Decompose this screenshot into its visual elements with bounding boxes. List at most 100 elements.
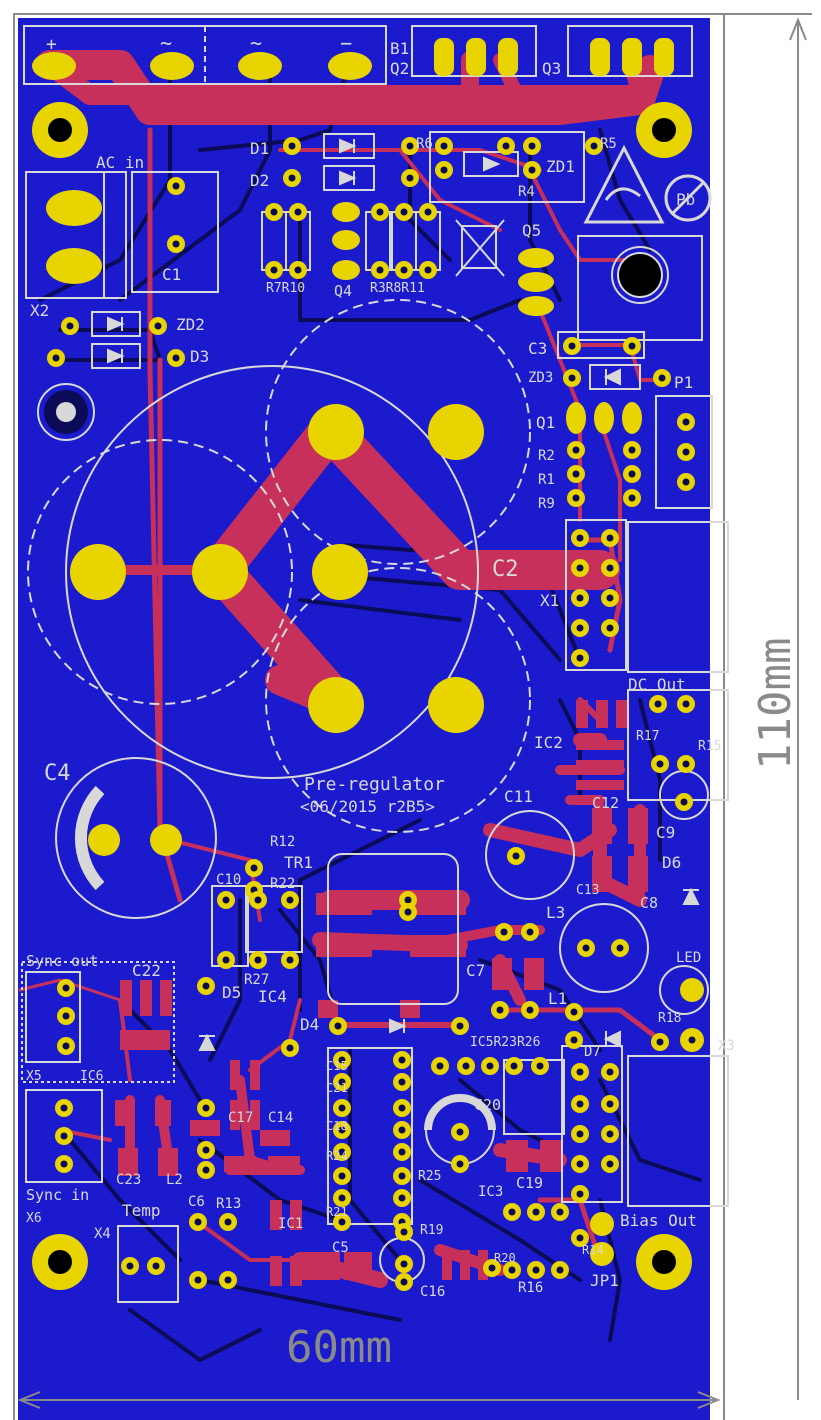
silk-label-c14: C14 [268,1110,293,1126]
silk-label-d4: D4 [300,1015,319,1034]
top-copper [18,50,665,1288]
silk-label-c6: C6 [188,1194,205,1210]
silk-label-c19: C19 [516,1174,543,1192]
silk-label-r14: R14 [582,1243,604,1257]
silk-label-c16: C16 [420,1284,445,1300]
silk-label-r7r10: R7R10 [266,281,305,296]
silk-label-sync-in: Sync in [26,1186,89,1204]
silk-label-zd3: ZD3 [528,370,553,386]
silk-label-x4: X4 [94,1226,111,1242]
silk-label-r27: R27 [244,972,269,988]
silk-label-c4: C4 [44,761,71,786]
silk-label-r9: R9 [538,496,555,512]
silk-label-jp1: JP1 [590,1271,619,1290]
silk-label-led: LED [676,950,701,966]
lead-free-icon [664,174,712,222]
height-dimension-label: 110mm [750,638,801,770]
silk-label-c22: C22 [132,961,161,980]
silk-label-x5: X5 [26,1069,42,1084]
silk-label-c9: C9 [656,823,675,842]
silk-label-r3r8r11: R3R8R11 [370,281,425,296]
silk-label-ic3: IC3 [478,1184,503,1200]
silk-label-r1: R1 [538,472,555,488]
silk-label-c20: C20 [474,1096,501,1114]
silk-label-ic6: IC6 [80,1069,103,1084]
silk-label-ic5r23r26: IC5R23R26 [470,1035,540,1050]
silk-label-r17: R17 [636,729,659,744]
silk-label-ic2: IC2 [534,733,563,752]
silk-label-r5: R5 [600,136,617,152]
silk-label-q1: Q1 [536,413,555,432]
silk-label-l1: L1 [548,989,567,1008]
silk-label-r13: R13 [216,1196,241,1212]
silk-label-q4: Q4 [334,282,352,300]
silk-label-tilde: ~ [250,31,262,55]
silk-label-r16: R16 [518,1280,543,1296]
silk-label-sync-out: Sync out [26,952,98,970]
small-pads [47,137,701,1291]
silk-label-x3: X3 [718,1038,735,1054]
silk-label-c1: C1 [162,265,181,284]
silk-label-d5: D5 [222,983,241,1002]
silk-label-minus: − [340,31,352,55]
silk-label-c8: C8 [640,894,658,912]
silk-label-zd2: ZD2 [176,315,205,334]
silk-label-l3: L3 [546,903,565,922]
silk-label-b1: B1 [390,39,409,58]
silk-label-temp: Temp [122,1201,161,1220]
silk-label-r25: R25 [418,1169,441,1184]
silk-label-r15: R15 [698,739,721,754]
esd-symbol-icon [583,144,665,224]
silk-label-d6: D6 [662,853,681,872]
silk-label-r22: R22 [270,876,295,892]
silk-label-r12: R12 [270,834,295,850]
silk-label-c10: C10 [216,872,241,888]
silk-label-r18: R18 [658,1011,681,1026]
silk-label-r21: R21 [326,1205,348,1219]
silk-label-ac-in: AC in [96,153,144,172]
silk-label-c13: C13 [576,883,599,898]
silk-label-c2: C2 [492,557,519,582]
silk-label-c12: C12 [592,794,619,812]
silk-label-r19: R19 [420,1223,443,1238]
dimension-lines [13,13,812,1420]
silk-label-d1: D1 [250,139,269,158]
silk-label-title: Pre-regulator [304,774,445,795]
silk-label-tilde: ~ [160,31,172,55]
silk-label-dc-out: DC Out [628,675,686,694]
silk-label-c5: C5 [332,1240,349,1256]
silk-label-c11: C11 [504,787,533,806]
silk-label-zd1: ZD1 [546,157,575,176]
silk-label-c18: C18 [326,1119,348,1133]
mounting-holes [32,102,692,1290]
silk-label-x2: X2 [30,301,49,320]
silk-label-c15: C15 [326,1059,348,1073]
silk-label-x1: X1 [540,591,559,610]
silk-label-q2: Q2 [390,59,409,78]
silk-label-c17: C17 [228,1110,253,1126]
silk-label-c23: C23 [116,1172,141,1188]
silk-label-ic4: IC4 [258,987,287,1006]
width-dimension-label: 60mm [286,1322,392,1373]
silk-label-c7: C7 [466,961,485,980]
silk-label-x6: X6 [26,1211,42,1226]
silk-label-d2: D2 [250,171,269,190]
silk-label-q3: Q3 [542,59,561,78]
silk-label-plus: + [46,34,57,55]
silk-label-r4: R4 [518,184,535,200]
weee-bin-icon [455,219,505,277]
silkscreen [21,25,729,1303]
th-pads [32,38,704,1266]
svg-text:Pb: Pb [676,190,695,209]
diode-symbols [107,138,700,1051]
silk-label-bias-out: Bias Out [620,1211,697,1230]
silk-label-c21: C21 [326,1081,348,1095]
silk-label-tr1: TR1 [284,853,313,872]
silk-label-d3: D3 [190,347,209,366]
silk-label-l2: L2 [166,1172,183,1188]
silk-label-d7: D7 [584,1044,601,1060]
silk-label-q5: Q5 [522,221,541,240]
silk-label-c3: C3 [528,339,547,358]
